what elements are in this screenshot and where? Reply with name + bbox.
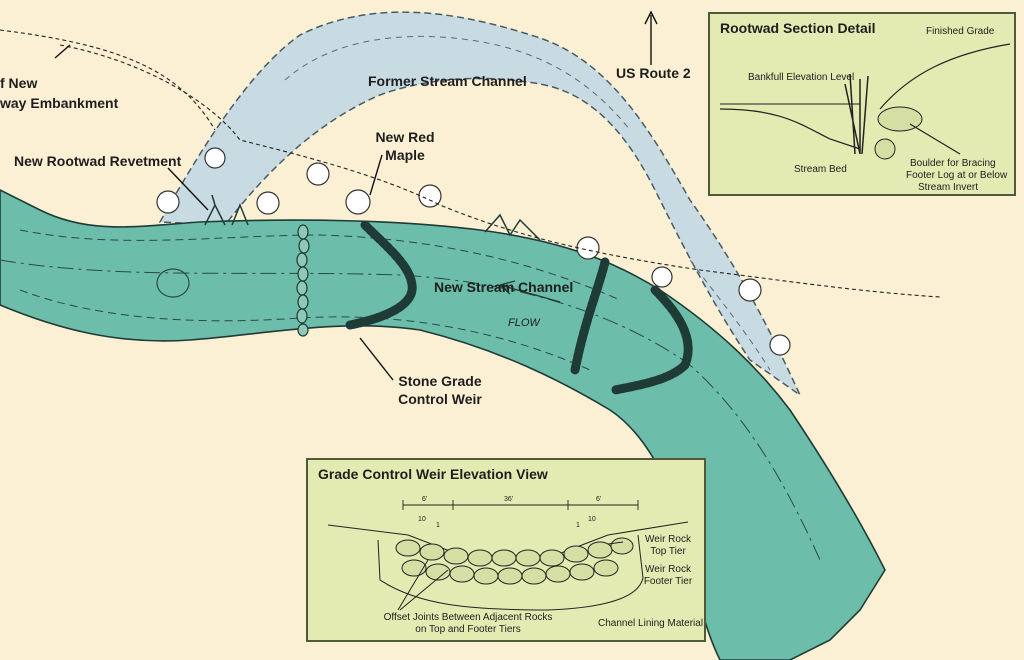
stone-weir-4 — [610, 285, 693, 395]
dim-center: 36' — [504, 496, 514, 503]
flow-arrow — [499, 280, 561, 303]
slope-left: 10 — [418, 516, 426, 523]
red-maple-label-line1: New Red — [375, 129, 435, 145]
rootwad-icons — [204, 194, 541, 241]
new-channel-label: New Stream Channel — [434, 279, 574, 295]
flow-label: FLOW — [508, 317, 540, 329]
finished-grade-label: Finished Grade — [926, 26, 995, 37]
maple-trees — [156, 147, 791, 356]
weir-label-line1: Stone Grade — [398, 373, 482, 389]
rootwad-detail-drawing — [719, 43, 1011, 160]
highway-line-2 — [59, 44, 941, 298]
top-tier-label-line1: Weir Rock — [645, 534, 691, 545]
offset-joints-label-line1: Offset Joints Between Adjacent Rocks — [383, 612, 553, 623]
boulder-label: Boulder for Bracing — [910, 158, 996, 169]
slope-left-rise: 1 — [436, 522, 440, 529]
new-stream-channel — [0, 189, 886, 660]
dim-right: 6' — [596, 496, 602, 503]
footer-log-label-line2: Stream Invert — [918, 182, 979, 193]
dim-left: 6' — [422, 496, 428, 503]
weir-elevation-drawing — [327, 500, 689, 611]
weir-label-line2: Control Weir — [398, 391, 482, 407]
former-channel-label: Former Stream Channel — [368, 73, 527, 89]
top-tier-label-line2: Top Tier — [650, 546, 686, 557]
slope-right-rise: 1 — [576, 522, 580, 529]
weir-elevation-inset: Grade Control Weir Elevation View 6' 36'… — [306, 458, 706, 642]
stone-weir-2 — [345, 220, 417, 330]
footer-tier-label-line2: Footer Tier — [643, 576, 693, 587]
embankment-label-line1: f New — [0, 75, 38, 91]
bankfull-label: Bankfull Elevation Level — [748, 72, 855, 83]
weir-elevation-title: Grade Control Weir Elevation View — [318, 466, 548, 482]
lining-label: Channel Lining Material — [598, 618, 704, 629]
footer-log-label-line1: Footer Log at or Below — [906, 170, 1008, 181]
slope-right: 10 — [588, 516, 596, 523]
us-route-label: US Route 2 — [616, 65, 691, 81]
rootwad-revetment-label: New Rootwad Revetment — [14, 153, 182, 169]
highway-line-1 — [0, 29, 216, 131]
leader-arrows — [54, 10, 658, 381]
stream-bed-label: Stream Bed — [794, 164, 847, 175]
offset-joints-label-line2: on Top and Footer Tiers — [415, 624, 521, 635]
rootwad-detail-inset: Rootwad Section Detail Finished Grade Ba… — [708, 12, 1016, 196]
red-maple-label-line2: Maple — [385, 147, 425, 163]
footer-tier-label-line1: Weir Rock — [645, 564, 691, 575]
embankment-label-line2: way Embankment — [0, 95, 119, 111]
stone-weir-1 — [296, 224, 310, 337]
pool-stone — [156, 268, 190, 298]
former-stream-channel — [158, 11, 802, 398]
rootwad-detail-title: Rootwad Section Detail — [720, 20, 876, 36]
stone-weir-3 — [570, 257, 610, 375]
